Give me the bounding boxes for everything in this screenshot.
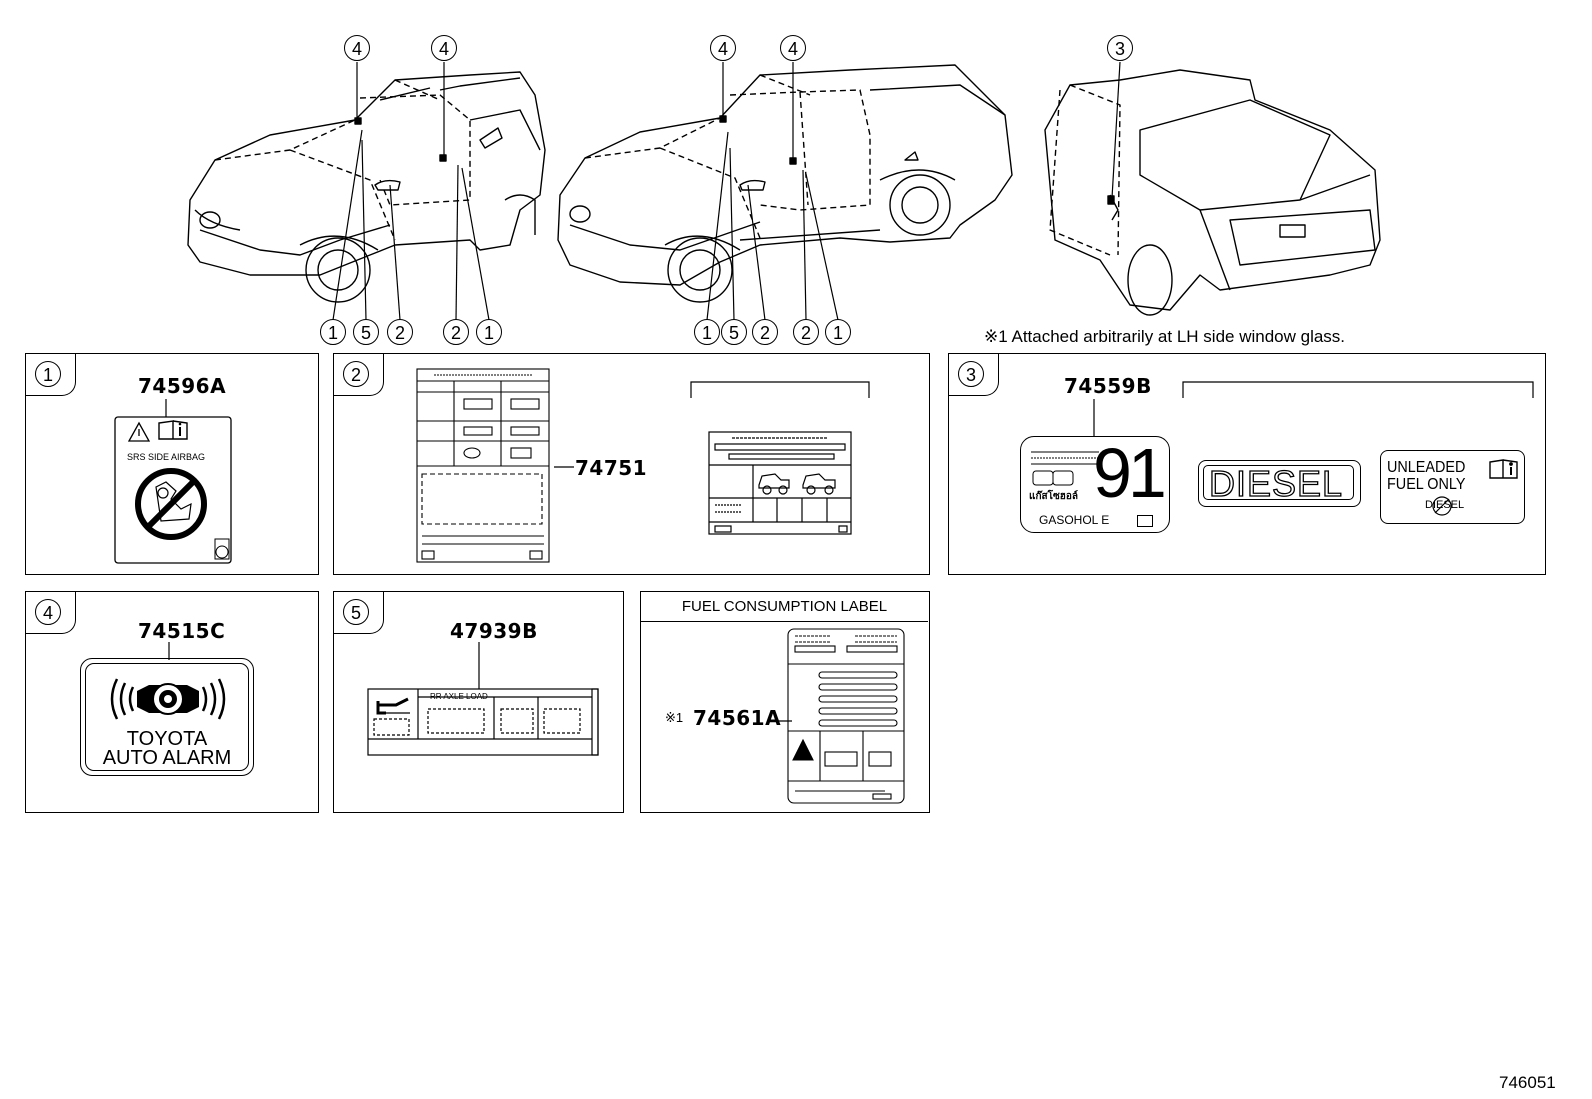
part-number-74751: 74751 <box>575 456 648 480</box>
panel-5: 5 47939B RR AXLE LOAD <box>333 591 624 813</box>
unleaded-text: UNLEADED <box>1387 459 1466 476</box>
octane-number: 91 <box>1093 434 1167 512</box>
diesel-label: DIESEL <box>1198 460 1361 507</box>
panel-fuel-consumption: FUEL CONSUMPTION LABEL ※1 74561A <box>640 591 930 813</box>
callout-2: 2 <box>793 319 819 345</box>
callout-4: 4 <box>431 35 457 61</box>
part-number-74515C: 74515C <box>138 619 226 643</box>
leader-47939B <box>478 642 480 689</box>
panel-1-tab: 1 <box>26 354 76 396</box>
attachment-mark: ※1 <box>665 710 684 725</box>
panel-2-number: 2 <box>343 361 369 387</box>
callout-5: 5 <box>721 319 747 345</box>
panel-3-number: 3 <box>958 361 984 387</box>
panel-5-number: 5 <box>343 599 369 625</box>
alarm-icon <box>110 678 226 720</box>
toyota-text: TOYOTA <box>126 728 208 750</box>
truck-2-drawing <box>557 64 1013 303</box>
callout-2: 2 <box>752 319 778 345</box>
panel-4-tab: 4 <box>26 592 76 634</box>
panel-2: 2 74751 <box>333 353 930 575</box>
panel-3: 3 74559B 91 แก๊สโซฮอล์ GASOHOL E DIESEL … <box>948 353 1546 575</box>
callout-4: 4 <box>710 35 736 61</box>
panel-4: 4 74515C TOYOTA AUTO ALARM <box>25 591 319 813</box>
bracket-line <box>1182 381 1534 398</box>
leader-74751 <box>554 466 574 468</box>
rr-axle-load-label <box>367 688 599 756</box>
panel-4-number: 4 <box>35 599 61 625</box>
leader-74559B <box>1093 399 1095 437</box>
unleaded-fuel-label: UNLEADED FUEL ONLY DIESEL <box>1380 450 1525 524</box>
manual-book-icon <box>1489 459 1518 479</box>
callout-1: 1 <box>320 319 346 345</box>
auto-alarm-label: TOYOTA AUTO ALARM <box>80 658 254 776</box>
fuel-only-text: FUEL ONLY <box>1387 476 1466 493</box>
callout-2: 2 <box>387 319 413 345</box>
truck-illustrations <box>187 61 1381 321</box>
attachment-note: ※1 Attached arbitrarily at LH side windo… <box>984 327 1346 346</box>
part-number-47939B: 47939B <box>450 619 538 643</box>
gasohol-91-label: 91 แก๊สโซฮอล์ GASOHOL E <box>1020 434 1170 533</box>
fuel-consumption-title: FUEL CONSUMPTION LABEL <box>641 592 928 622</box>
diesel-inner <box>1203 465 1354 500</box>
callout-4: 4 <box>344 35 370 61</box>
leader-74515C <box>168 642 170 660</box>
rr-axle-load-text: RR AXLE LOAD <box>430 692 488 701</box>
thai-text: แก๊สโซฮอล์ <box>1029 491 1078 502</box>
truck-1-drawing <box>187 71 546 303</box>
diesel-text: DIESEL <box>1208 463 1344 504</box>
part-number-74559B: 74559B <box>1064 374 1152 398</box>
callout-5: 5 <box>353 319 379 345</box>
callout-4: 4 <box>780 35 806 61</box>
callout-1: 1 <box>476 319 502 345</box>
fuel-consumption-label <box>787 628 905 804</box>
gasohol-box <box>1137 515 1153 527</box>
diesel-crossed-text: DIESEL <box>1425 499 1465 511</box>
auto-alarm-text: AUTO ALARM <box>102 747 232 769</box>
manual-book-icon <box>158 420 188 440</box>
callout-1: 1 <box>694 319 720 345</box>
truck-3-drawing <box>1044 69 1381 316</box>
prohibited-icon <box>1432 496 1452 516</box>
bracket-line <box>690 381 870 398</box>
callout-3: 3 <box>1107 35 1133 61</box>
srs-side-airbag-text: SRS SIDE AIRBAG <box>127 452 206 462</box>
panel-3-tab: 3 <box>949 354 999 396</box>
part-number-74561A: 74561A <box>693 706 782 730</box>
diagram-id: 746051 <box>1499 1073 1556 1092</box>
panel-2-tab: 2 <box>334 354 384 396</box>
callout-1: 1 <box>825 319 851 345</box>
gasohol-text: GASOHOL E <box>1039 513 1110 527</box>
callout-2: 2 <box>443 319 469 345</box>
srs-side-airbag-label <box>114 399 232 564</box>
panel-1-number: 1 <box>35 361 61 387</box>
gasohol-lines <box>1031 451 1099 486</box>
auto-alarm-inner <box>85 663 249 771</box>
panel-5-tab: 5 <box>334 592 384 634</box>
tire-loading-information-label <box>416 368 550 563</box>
panel-1: 1 74596A SRS SIDE AIRBAG <box>25 353 319 575</box>
warning-icon <box>127 421 151 442</box>
part-number-74596A: 74596A <box>138 374 227 398</box>
alternate-tire-label <box>708 431 852 535</box>
